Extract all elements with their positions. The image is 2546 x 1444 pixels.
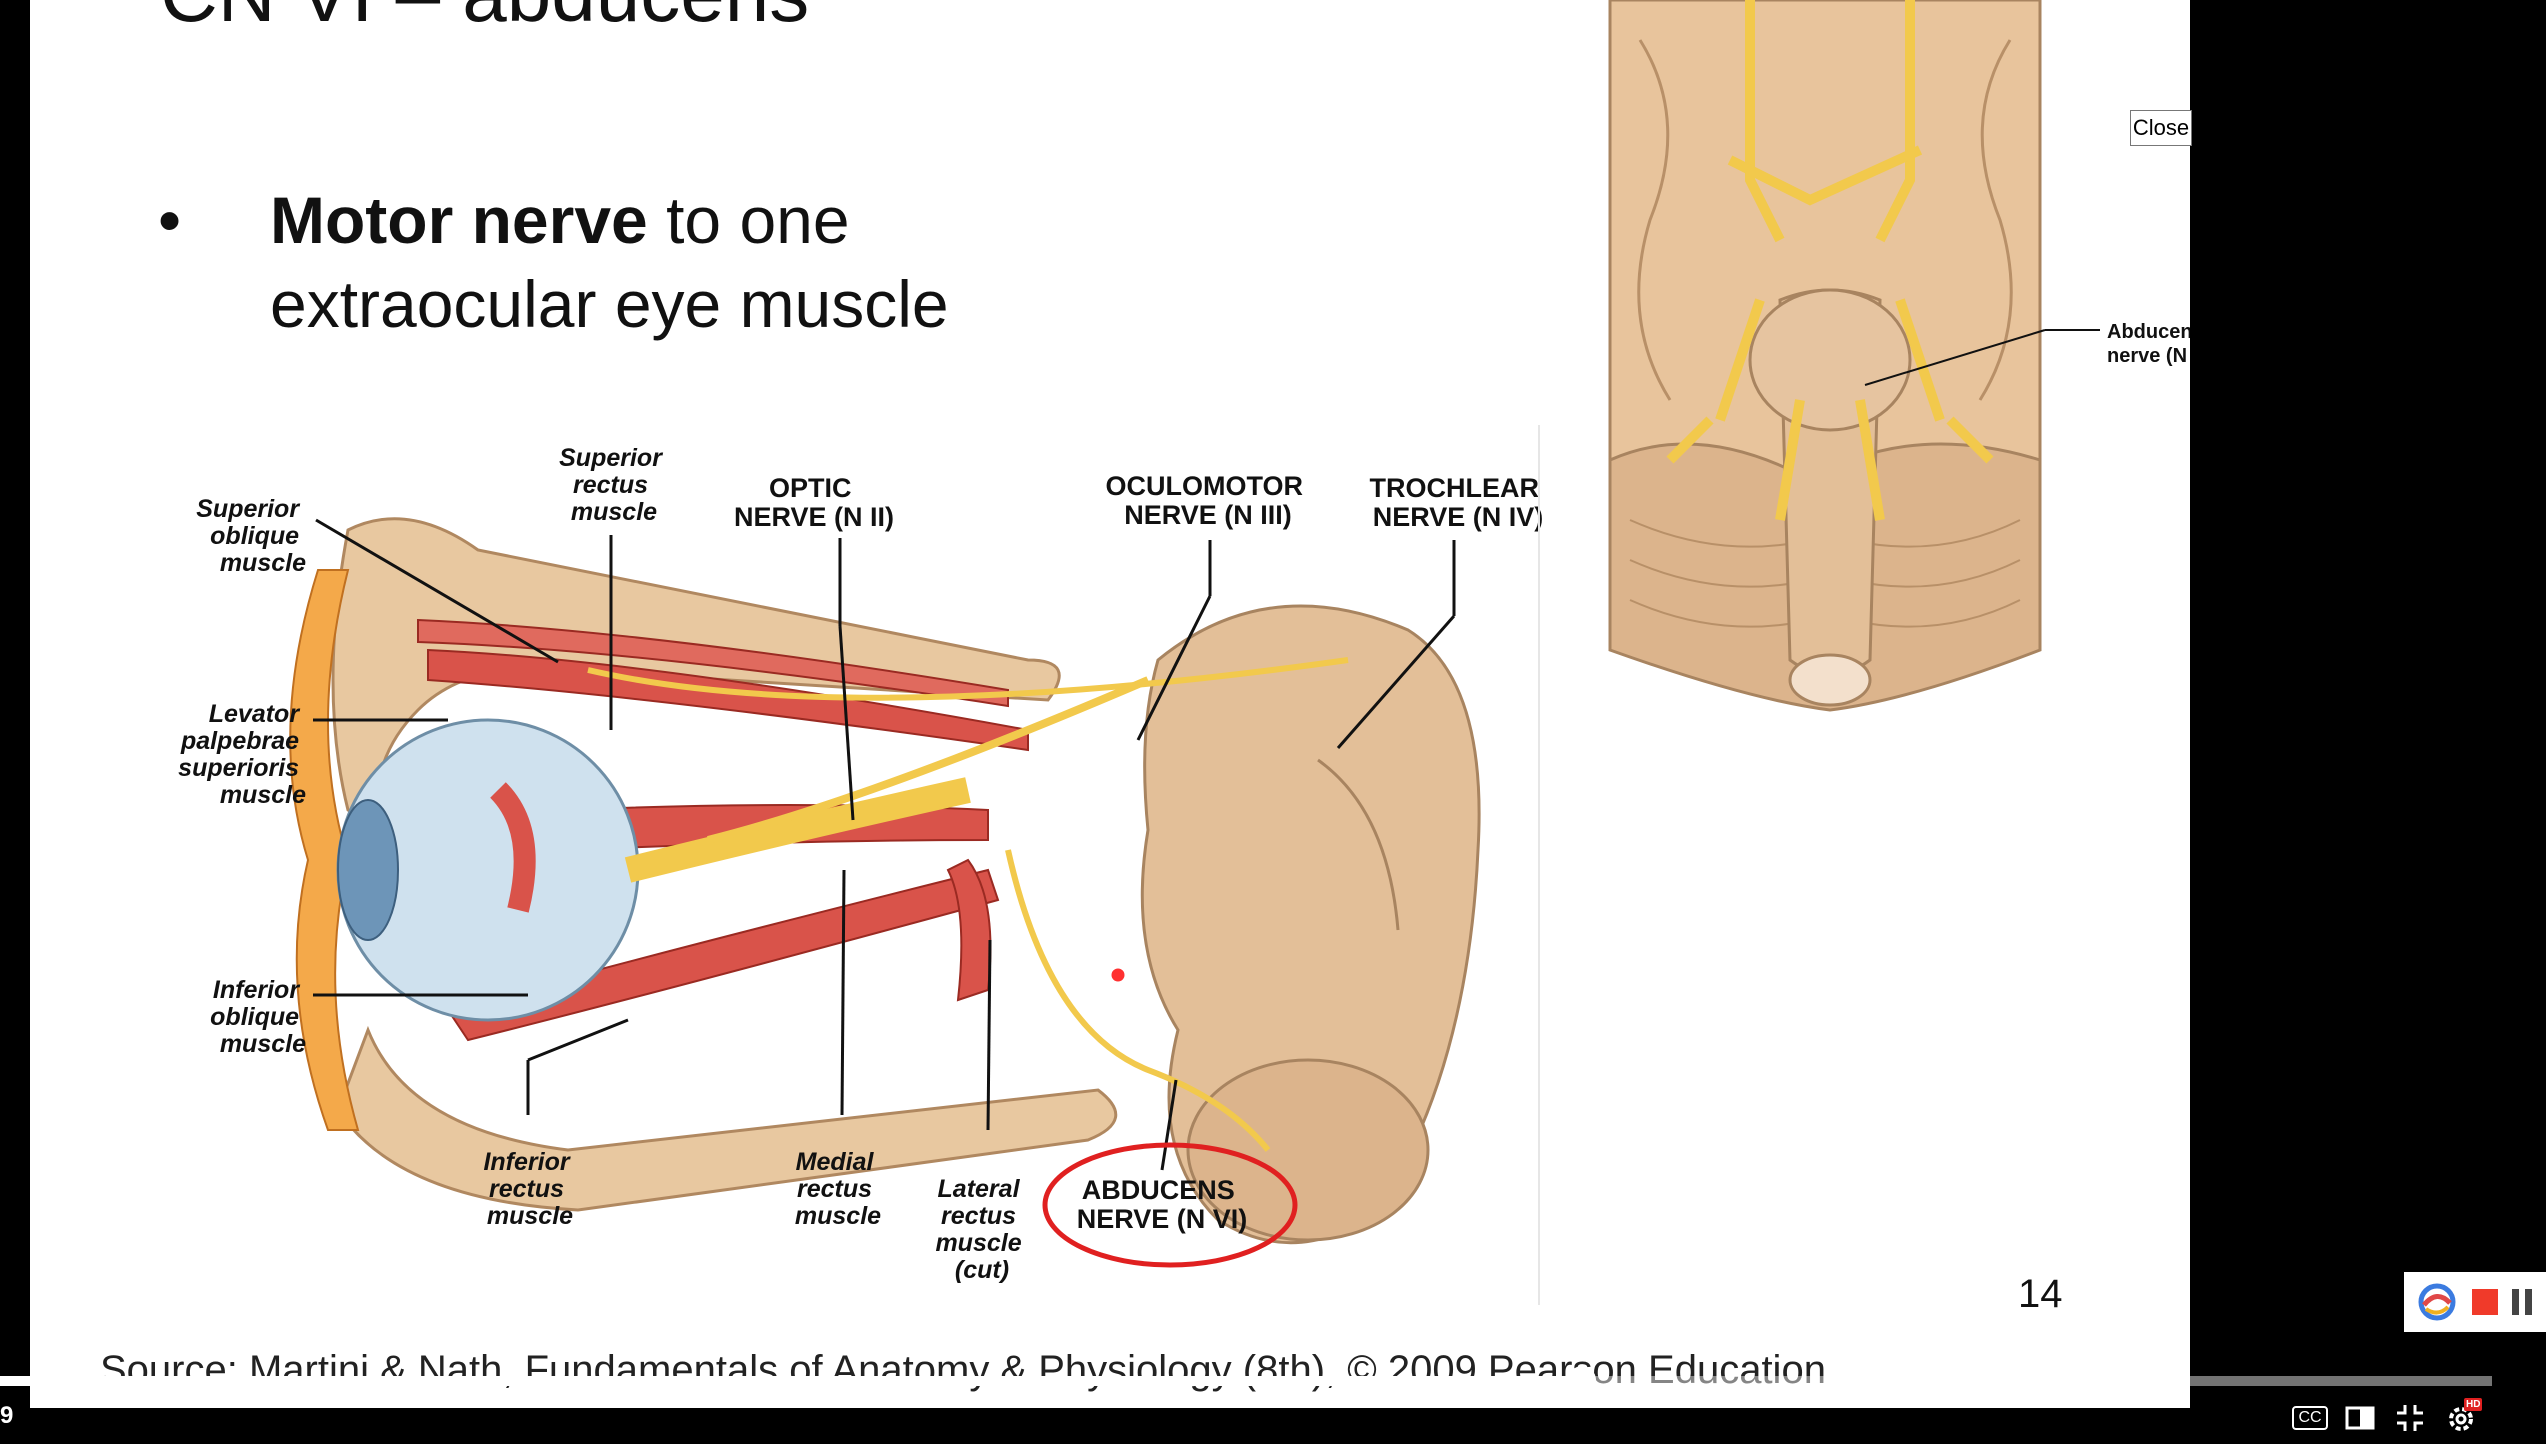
- spinal-cord-section: [1788, 653, 1872, 707]
- video-progress-fill: [0, 1376, 1583, 1386]
- slide-page-number: 14: [2018, 1272, 2063, 1316]
- bullet-text: Motor nerve to one extraocular eye muscl…: [270, 178, 1170, 346]
- label-oculomotor-nerve: OCULOMOTOR NERVE (N III): [1105, 471, 1310, 530]
- video-time: 9: [0, 1402, 14, 1429]
- theater-mode-button[interactable]: [2340, 1400, 2380, 1436]
- oculomotor-nerve-shape: [707, 676, 1150, 844]
- close-button[interactable]: Close: [2130, 110, 2192, 146]
- label-abducens-small: Abducens nerve (N VI): [2107, 321, 2190, 367]
- captions-icon: CC: [2292, 1406, 2328, 1430]
- superior-rectus: [427, 648, 1029, 752]
- label-levator: Levator palpebrae superioris muscle: [178, 700, 306, 809]
- trochlear-nerve-shape: [587, 657, 1349, 701]
- label-superior-oblique: Superior oblique muscle: [196, 495, 306, 577]
- label-superior-rectus: Superior rectus muscle: [559, 444, 669, 526]
- label-medial-rectus: Medial rectus muscle: [795, 1148, 881, 1230]
- video-progress-knob[interactable]: [1568, 1366, 1597, 1394]
- extension-logo-icon: [2418, 1283, 2456, 1321]
- video-progress-bar[interactable]: [0, 1366, 2492, 1394]
- label-inferior-oblique: Inferior oblique muscle: [210, 976, 306, 1058]
- sulci-left: [1637, 39, 1672, 401]
- gear-icon: [2449, 1407, 2473, 1431]
- levator: [417, 618, 1009, 708]
- cranial-nerves: [1666, 0, 1994, 521]
- label-inferior-rectus: Inferior rectus muscle: [483, 1148, 576, 1230]
- cornea: [337, 799, 399, 941]
- bullet-rest-text: to one extraocular eye muscle: [270, 183, 949, 341]
- inferior-rectus: [446, 868, 1000, 1042]
- floating-extension-widget[interactable]: [2404, 1272, 2546, 1332]
- lateral-rectus-cut: [946, 858, 992, 1002]
- laser-pointer-dot: [1108, 965, 1128, 985]
- sulci-right: [1978, 39, 2013, 401]
- stop-icon[interactable]: [2472, 1289, 2498, 1315]
- exit-fullscreen-button[interactable]: [2390, 1400, 2430, 1436]
- theater-mode-icon: [2345, 1406, 2375, 1430]
- slide-title: CN VI – abducens: [160, 0, 809, 40]
- pause-icon[interactable]: [2512, 1289, 2532, 1315]
- bullet-dot: •: [158, 183, 182, 257]
- settings-button[interactable]: HD: [2442, 1398, 2483, 1436]
- eyelid: [289, 569, 360, 1131]
- slide-source-citation: Source: Martini & Nath, Fundamentals of …: [100, 1348, 1826, 1392]
- pons: [1186, 1058, 1430, 1242]
- label-trochlear-nerve: TROCHLEAR NERVE (N IV): [1369, 473, 1546, 532]
- label-lateral-rectus: Lateral rectus muscle (cut): [935, 1175, 1028, 1284]
- eye-muscle-insert: [489, 782, 536, 913]
- presentation-slide: CN VI – abducens • Motor nerve to one ex…: [30, 0, 2190, 1408]
- figure-divider: [1538, 425, 1540, 1305]
- label-optic-nerve: OPTIC NERVE (N II): [734, 473, 894, 532]
- bullet-bold-text: Motor nerve: [270, 183, 648, 257]
- optic-nerve-shape: [624, 777, 971, 883]
- label-abducens-nerve: ABDUCENS NERVE (N VI): [1077, 1175, 1248, 1234]
- captions-button[interactable]: CC: [2290, 1400, 2330, 1436]
- exit-fullscreen-icon: [2397, 1405, 2423, 1431]
- abducens-nerve-shape: [1005, 849, 1271, 1152]
- pons-ventral: [1748, 288, 1912, 432]
- hd-badge: HD: [2464, 1398, 2483, 1411]
- orbit-bone-lower: [336, 1025, 1118, 1212]
- brain-inferior-view-illustration: Abducens nerve (N VI): [1608, 0, 2190, 712]
- orbit-anatomy-illustration: Superior oblique muscle Superior rectus …: [178, 444, 1546, 1284]
- abducens-highlight-circle: [1042, 1142, 1298, 1268]
- brain-groove: [1317, 758, 1400, 931]
- orbit-bone-upper: [331, 517, 1061, 834]
